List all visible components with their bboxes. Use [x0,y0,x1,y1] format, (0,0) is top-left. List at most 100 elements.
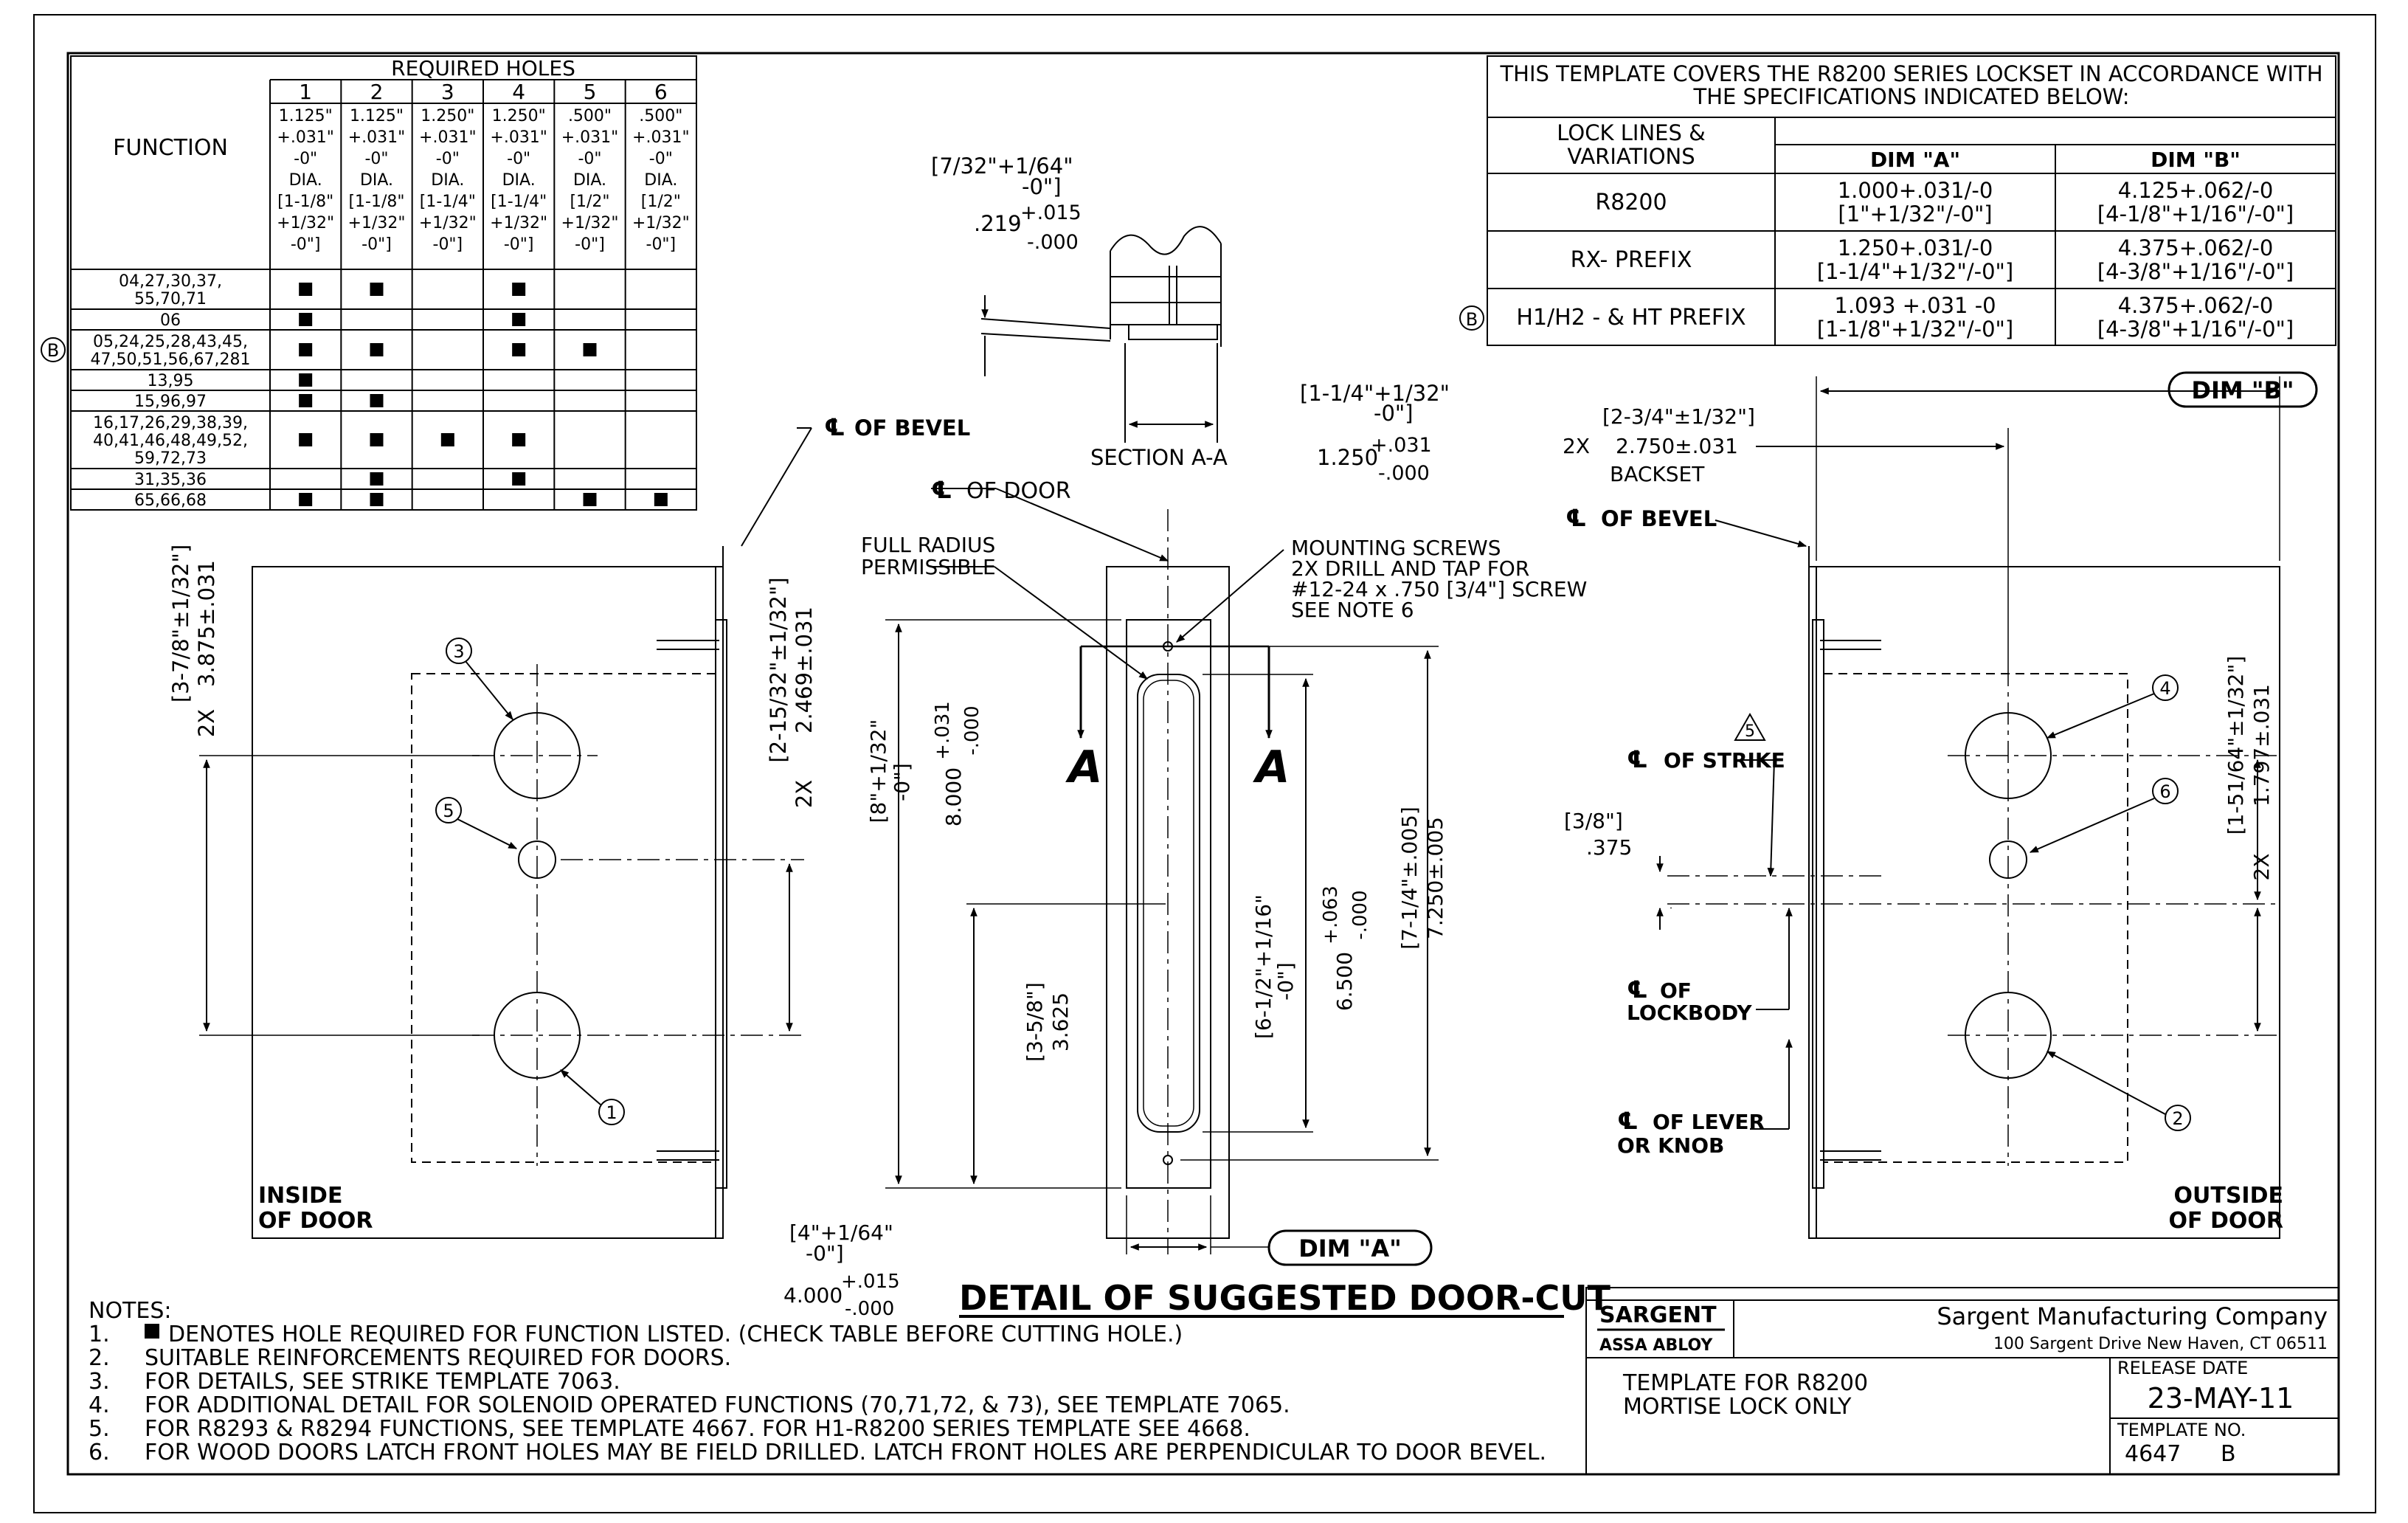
hole-spec-line: .500" [639,107,682,125]
note-num: 5. [89,1416,110,1442]
sect-dec-up: +.015 [1020,201,1082,224]
hole-spec-line: +1/32" [277,214,334,232]
sect-dim-dec-main: 1.250 [1317,445,1378,470]
sect-frac-bot: -0"] [1022,174,1062,199]
spec-row-b2: [4-3/8"+1/16"/-0"] [2097,259,2294,284]
spec-row-b1: 4.125+.062/-0 [2118,178,2274,203]
spec-heading-2: THE SPECIFICATIONS INDICATED BELOW: [1692,84,2129,109]
callout-4: 4 [2159,678,2170,699]
hole-spec-line: +1/32" [561,214,619,232]
backset-dec: 2.750±.031 [1616,434,1738,458]
d612-dec-dn: -.000 [1349,890,1371,939]
sect-dim-frac-top: [1-1/4"+1/32" [1300,381,1450,406]
section-label: SECTION A-A [1090,445,1228,470]
outside-label-2: OF DOOR [2169,1208,2283,1234]
spec-rev-mark: B [1466,309,1478,330]
note-text: FOR WOOD DOORS LATCH FRONT HOLES MAY BE … [145,1440,1546,1465]
hole-spec-line: -0"] [646,235,677,254]
required-hole-mark [512,283,526,296]
function-codes: 47,50,51,56,67,281 [91,350,251,369]
hole-spec-line: DIA. [644,171,677,190]
spec-col-lock-2: VARIATIONS [1567,144,1695,169]
backset-label: BACKSET [1610,462,1705,486]
dim-b-label: DIM "B" [2191,376,2294,404]
callout-3: 3 [453,641,464,662]
title-block-text: SARGENT ASSA ABLOY Sargent Manufacturing… [1599,1302,2328,1467]
d8-dec-main: 8.000 [941,767,966,826]
section-letter-right: A [1253,742,1290,793]
function-codes: 65,66,68 [134,491,207,510]
function-header: FUNCTION [113,135,228,161]
required-hole-mark [299,283,313,296]
dim-2x: 2X [194,709,219,737]
company-name: Sargent Manufacturing Company [1937,1302,2328,1330]
hole-column-number: 3 [441,80,454,104]
hole-spec-line: +.031" [348,128,406,147]
outside-door-text: DIM "B" [2-3/4"±1/32"] 2X 2.750±.031 BAC… [1563,376,2294,1234]
sect-dec-dn: -.000 [1027,231,1079,254]
required-hole-mark [299,493,313,506]
required-hole-mark [512,433,526,446]
hole-spec-line: +.031" [277,128,334,147]
full-radius-1: FULL RADIUS [861,533,995,557]
centerline-symbol: ℄ [1627,975,1648,1004]
note-text: DENOTES HOLE REQUIRED FOR FUNCTION LISTE… [168,1322,1183,1347]
sect-frac-top: [7/32"+1/64" [931,153,1073,179]
release-label: RELEASE DATE [2117,1358,2248,1378]
required-hole-mark [370,493,384,506]
dim-vert-dec: 3.875±.031 [194,560,219,687]
door-outline [252,566,724,1239]
hole-spec-line: [1/2" [641,193,681,211]
hole-column-number: 2 [370,80,384,104]
hole-spec-line: +.031" [419,128,477,147]
required-hole-mark [512,313,526,326]
spec-row-b1: 4.375+.062/-0 [2118,235,2274,260]
strike-note-num: 5 [1745,722,1755,741]
inside-door-view [199,427,812,1239]
spec-row-a1: 1.250+.031/-0 [1838,235,1993,260]
template-desc-1: TEMPLATE FOR R8200 [1622,1370,1868,1396]
mount-screws-1: MOUNTING SCREWS [1291,536,1501,560]
centerline-symbol: ℄ [1627,745,1648,773]
dec-375: .375 [1586,835,1632,860]
d612-frac-2: -0"] [1273,962,1298,1001]
brand-logo: SARGENT [1599,1302,1717,1328]
hole-spec-line: DIA. [431,171,464,190]
required-hole-mark [583,493,597,506]
callout-6: 6 [2159,781,2170,802]
door-outline [1808,566,2280,1239]
hole-spec-line: -0" [294,150,317,168]
strike-label: OF STRIKE [1664,748,1785,773]
hole-spec-line: -0" [578,150,601,168]
centerline-symbol: ℄ [931,476,952,504]
mount-screws-4: SEE NOTE 6 [1291,598,1414,622]
sect-dim-dec-up: +.031 [1371,434,1432,457]
required-hole-mark [370,343,384,356]
function-codes: 06 [160,311,181,330]
spec-row-b2: [4-1/8"+1/16"/-0"] [2097,201,2294,227]
hole-column-number: 1 [299,80,312,104]
bevel-label-right: OF BEVEL [1601,506,1717,531]
function-codes: 13,95 [148,372,194,390]
hole-spec-line: 1.125" [279,107,333,125]
callout-2: 2 [2172,1108,2183,1129]
d4-dec-up: +.015 [841,1271,900,1293]
hole-spec-line: DIA. [289,171,322,190]
dim-right-frac: [2-15/32"±1/32"] [766,577,791,762]
d612-frac-1: [6-1/2"+1/16" [1251,894,1276,1039]
template-desc-2: MORTISE LOCK ONLY [1623,1394,1852,1420]
hole-spec-line: -0" [436,150,460,168]
d4-frac-2: -0"] [806,1241,844,1265]
dim-vert-dec-right: 1.797±.031 [2249,684,2274,807]
required-hole-mark [370,433,384,446]
function-codes: 16,17,26,29,38,39, [93,414,248,432]
required-hole-mark [299,373,313,387]
hole-spec-line: DIA. [360,171,393,190]
inner-border [66,52,2340,1476]
centerline-symbol: ℄ [1617,1107,1639,1135]
hole-spec-line: [1-1/8" [348,193,404,211]
hole-spec-line: DIA. [502,171,536,190]
section-text: [7/32"+1/64" -0"] .219 +.015 -.000 SECTI… [931,153,1450,485]
centerline-symbol: ℄ [824,413,845,441]
spec-col-dim-a: DIM "A" [1870,148,1960,172]
